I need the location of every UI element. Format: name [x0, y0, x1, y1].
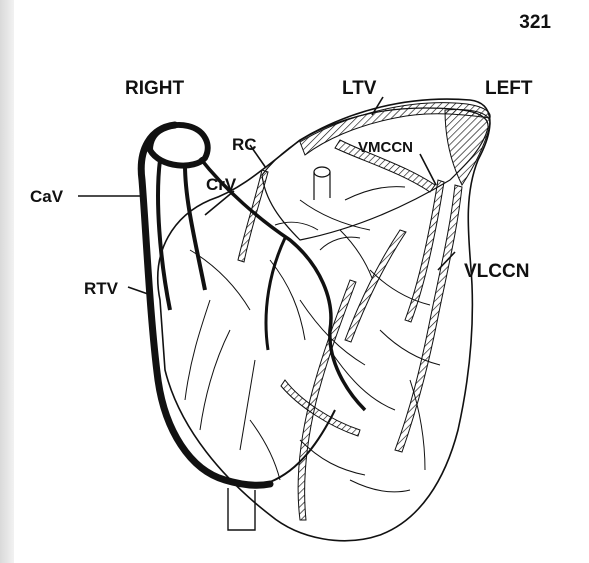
label-right: RIGHT — [125, 78, 185, 99]
label-ltv: LTV — [342, 78, 377, 99]
right-coronary-branch — [200, 158, 365, 410]
label-left: LEFT — [485, 78, 533, 99]
label-crv: CrV — [206, 175, 237, 194]
cranial-vena-cava-branch — [185, 165, 205, 290]
label-cav: CaV — [30, 187, 64, 206]
aorta-opening — [314, 167, 330, 177]
right-coronary-sub-branch — [266, 238, 285, 350]
interventricular-vessel — [298, 280, 356, 520]
label-rc: RC — [232, 135, 257, 154]
caudal-vena-cava-branch — [158, 160, 170, 310]
label-leaders — [78, 97, 455, 294]
label-vlccn: VLCCN — [464, 261, 529, 282]
label-rtv: RTV — [84, 279, 119, 298]
label-vmccn: VMCCN — [358, 139, 413, 156]
bottom-vessel — [228, 488, 255, 530]
